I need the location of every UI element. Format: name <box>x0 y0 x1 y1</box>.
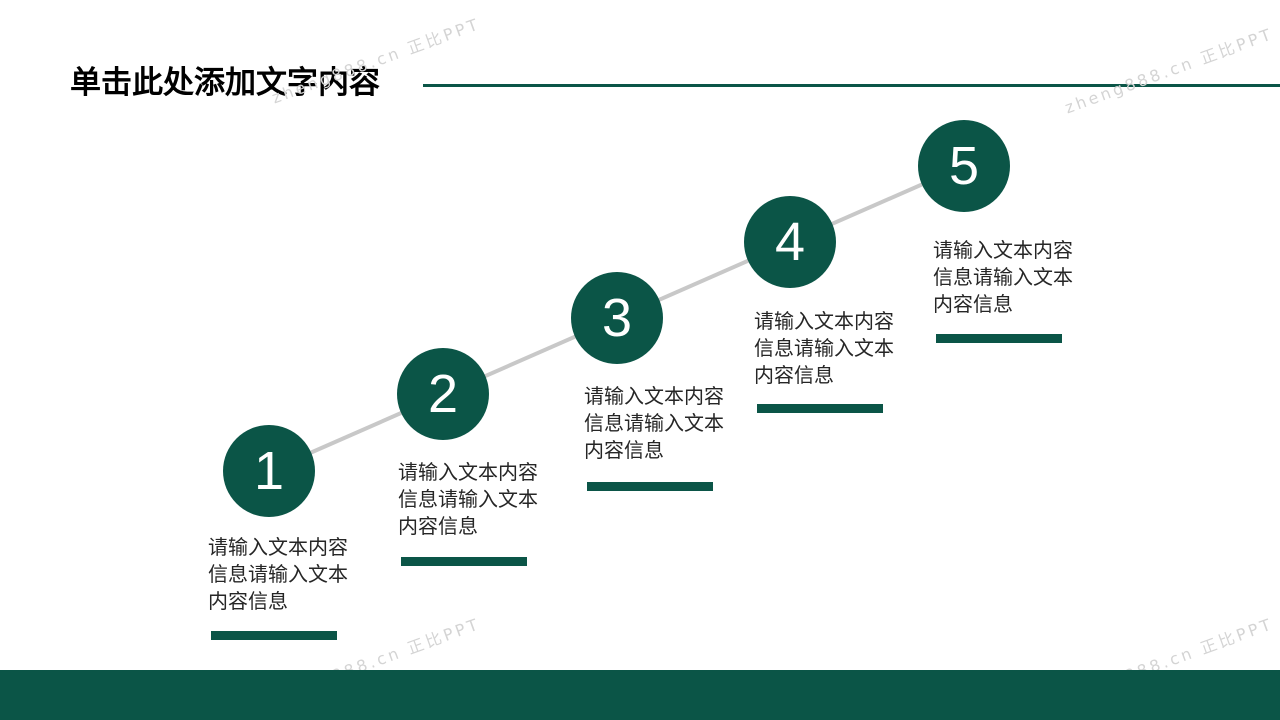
step-5-text[interactable]: 请输入文本内容信息请输入文本内容信息 <box>933 238 1073 316</box>
step-4-bar <box>757 404 883 413</box>
step-3-circle: 3 <box>571 272 663 364</box>
step-1-circle: 1 <box>223 425 315 517</box>
step-2-bar <box>401 557 527 566</box>
step-1-number: 1 <box>253 441 285 501</box>
step-2-circle: 2 <box>397 348 489 440</box>
step-5-number: 5 <box>948 136 980 196</box>
step-3-number: 3 <box>601 288 633 348</box>
step-3-bar <box>587 482 713 491</box>
step-3-text[interactable]: 请输入文本内容信息请输入文本内容信息 <box>584 384 724 462</box>
step-1-bar <box>211 631 337 640</box>
step-5-circle: 5 <box>918 120 1010 212</box>
footer-band <box>0 670 1280 720</box>
slide-title[interactable]: 单击此处添加文字内容 <box>70 65 380 101</box>
step-4-text[interactable]: 请输入文本内容信息请输入文本内容信息 <box>754 309 894 387</box>
step-4-number: 4 <box>774 212 806 272</box>
step-2-text[interactable]: 请输入文本内容信息请输入文本内容信息 <box>398 460 538 538</box>
step-4-circle: 4 <box>744 196 836 288</box>
title-underline <box>423 84 1280 87</box>
step-2-number: 2 <box>427 364 459 424</box>
step-5-bar <box>936 334 1062 343</box>
step-1-text[interactable]: 请输入文本内容信息请输入文本内容信息 <box>208 535 348 613</box>
